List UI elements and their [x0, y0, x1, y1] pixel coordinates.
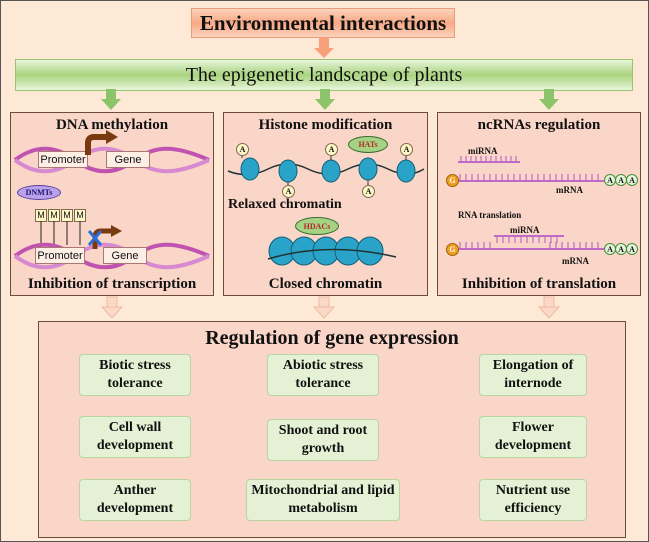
regulation-item: Cell wall development	[79, 416, 191, 458]
arrow-down-green-icon	[101, 89, 121, 110]
hdacs-enzyme: HDACs	[295, 217, 339, 235]
arrow-down-light-icon	[312, 296, 336, 319]
polya-tail: A	[604, 243, 616, 255]
regulation-title: Regulation of gene expression	[205, 327, 459, 349]
acetyl-group: A	[282, 185, 295, 198]
arrow-down-light-icon	[537, 296, 561, 319]
histone-modification-panel: Histone modification A A A A A H	[223, 112, 428, 296]
rna-translation-label: RNA translation	[458, 210, 522, 220]
environmental-interactions-label: Environmental interactions	[199, 10, 447, 35]
acetyl-group: A	[362, 185, 375, 198]
polya-tail: A	[615, 243, 627, 255]
relaxed-chromatin-icon	[227, 151, 425, 187]
ncrna-regulation-title: ncRNAs regulation	[477, 117, 601, 133]
dna-methylation-title: DNA methylation	[55, 117, 169, 133]
mrna-strand-icon	[456, 242, 604, 250]
mirna-label: miRNA	[468, 146, 498, 156]
mirna-bound-icon	[494, 235, 564, 243]
promoter-box: Promoter	[35, 247, 85, 264]
regulation-item: Anther development	[79, 479, 191, 521]
dnmts-enzyme: DNMTs	[17, 185, 61, 200]
transcription-arrow-icon	[85, 130, 118, 155]
gene-box: Gene	[106, 151, 150, 168]
epigenetic-landscape-banner: The epigenetic landscape of plants	[15, 59, 633, 91]
arrow-down-orange-icon	[314, 37, 334, 58]
environmental-interactions-box: Environmental interactions	[191, 8, 455, 38]
mrna-label: mRNA	[556, 185, 583, 195]
inhibition-translation-label: Inhibition of translation	[461, 276, 617, 292]
acetyl-group: A	[236, 143, 249, 156]
arrow-down-green-icon	[315, 89, 335, 110]
mirna-strand-icon	[458, 156, 520, 163]
regulation-item: Nutrient use efficiency	[479, 479, 587, 521]
cap-5prime: G	[446, 243, 459, 256]
dnmts-label: DNMTs	[25, 188, 53, 197]
mrna-strand-icon	[456, 174, 604, 182]
arrow-down-green-icon	[539, 89, 559, 110]
regulation-item: Shoot and root growth	[267, 419, 379, 461]
acetyl-group: A	[325, 143, 338, 156]
regulation-item: Flower development	[479, 416, 587, 458]
mrna-label: mRNA	[562, 256, 589, 266]
histone-modification-title: Histone modification	[258, 117, 393, 133]
regulation-item: Mitochondrial and lipid metabolism	[246, 479, 400, 521]
hdacs-label: HDACs	[303, 221, 331, 231]
gene-box: Gene	[103, 247, 147, 264]
hats-enzyme: HATs	[348, 136, 388, 153]
acetyl-group: A	[400, 143, 413, 156]
regulation-item: Biotic stress tolerance	[79, 354, 191, 396]
regulation-item: Elongation of internode	[479, 354, 587, 396]
mirna-label: miRNA	[510, 225, 540, 235]
gene-label: Gene	[111, 249, 139, 262]
polya-tail: A	[604, 174, 616, 186]
closed-chromatin-label: Closed chromatin	[268, 276, 383, 292]
inhibition-transcription-label: Inhibition of transcription	[27, 276, 197, 292]
hats-label: HATs	[358, 140, 378, 149]
polya-tail: A	[626, 174, 638, 186]
closed-chromatin-icon	[267, 236, 397, 266]
epigenetic-landscape-label: The epigenetic landscape of plants	[185, 63, 463, 86]
cap-5prime: G	[446, 174, 459, 187]
promoter-label: Promoter	[37, 249, 83, 262]
ncrna-regulation-panel: ncRNAs regulation miRNA G A A A mRNA RNA…	[437, 112, 641, 296]
regulation-gene-expression-box: Regulation of gene expression Biotic str…	[38, 321, 626, 538]
promoter-label: Promoter	[40, 153, 86, 166]
relaxed-chromatin-label: Relaxed chromatin	[228, 197, 342, 212]
blocked-transcription-arrow-icon	[87, 225, 122, 249]
regulation-item: Abiotic stress tolerance	[267, 354, 379, 396]
gene-label: Gene	[114, 153, 142, 166]
arrow-down-light-icon	[100, 296, 124, 319]
dna-helix-icon	[13, 242, 210, 270]
dna-helix-icon	[13, 146, 210, 174]
promoter-box: Promoter	[38, 151, 88, 168]
polya-tail: A	[626, 243, 638, 255]
dna-methylation-panel: DNA methylation Promoter Gene DNMTs M M …	[10, 112, 214, 296]
methyl-link-lines	[40, 221, 81, 245]
